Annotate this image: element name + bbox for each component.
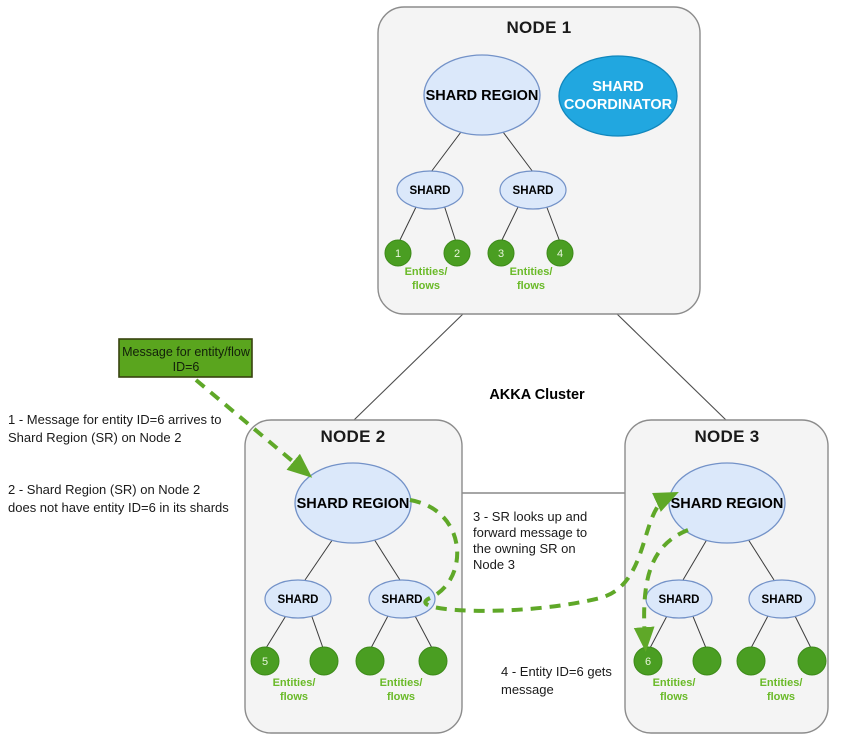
node-1-title: NODE 1	[506, 18, 571, 37]
node-3-shard-region-label: SHARD REGION	[671, 496, 784, 512]
node-1-entity-2-label: 2	[454, 248, 460, 260]
node-1-link-shard-b-e4	[545, 204, 561, 243]
node-1-shard-region[interactable]	[423, 54, 541, 136]
node-1-link-shard-a-e2	[443, 204, 457, 243]
flow-arrow-step1	[194, 378, 313, 478]
annotation-step-1-line-1: 1 - Message for entity ID=6 arrives to	[8, 412, 222, 427]
node-3-link-shard-b-e1	[750, 613, 770, 649]
node-1-shard-a-label: SHARD	[410, 185, 451, 197]
annotation-step-3-line-2: forward message to	[473, 525, 587, 540]
node-2-entities-label-a1: Entities/	[273, 677, 316, 689]
node-1-entity-4-label: 4	[557, 248, 563, 260]
annotation-step-2-line-1: 2 - Shard Region (SR) on Node 2	[8, 482, 200, 497]
node-1-shard-b[interactable]	[499, 170, 567, 210]
annotation-step-4-line-1: 4 - Entity ID=6 gets	[501, 664, 612, 679]
node-1-entities-label-a1: Entities/	[405, 266, 448, 278]
node-2-link-shard-a-e6	[310, 613, 324, 649]
annotation-step-4-line-2: message	[501, 682, 554, 697]
node-2-entity-a2[interactable]	[309, 646, 339, 676]
node-3-entities-label-b2: flows	[767, 691, 795, 703]
annotation-step-3-line-1: 3 - SR looks up and	[473, 509, 587, 524]
node-1-shard-b-label: SHARD	[513, 185, 554, 197]
node-2-shard-b-label: SHARD	[382, 594, 423, 606]
link-node1-node2	[353, 312, 465, 421]
node-1-entity-3-label: 3	[498, 248, 504, 260]
node-2-shard-a-label: SHARD	[278, 594, 319, 606]
node-2-link-shard-a-e5	[265, 613, 288, 649]
annotation-step-4: 4 - Entity ID=6 gets message	[501, 664, 612, 697]
node-1-entities-label-a2: flows	[412, 280, 440, 292]
node-3-shard-b[interactable]	[748, 579, 816, 619]
node-2-shard-region[interactable]	[294, 462, 412, 544]
node-1-link-sr-shard-b	[499, 127, 534, 173]
message-box-line-1: Message for entity/flow	[122, 345, 251, 359]
node-2-entities-label-a2: flows	[280, 691, 308, 703]
annotation-step-2-line-2: does not have entity ID=6 in its shards	[8, 500, 229, 515]
node-3-entities-label-a2: flows	[660, 691, 688, 703]
node-3-entity-a2[interactable]	[692, 646, 722, 676]
annotation-step-3-line-3: the owning SR on	[473, 541, 576, 556]
annotation-step-2: 2 - Shard Region (SR) on Node 2 does not…	[8, 482, 229, 515]
node-3-shard-a-label: SHARD	[659, 594, 700, 606]
message-box-line-2: ID=6	[173, 360, 200, 374]
cluster-title: AKKA Cluster	[489, 387, 585, 403]
node-3-link-shard-a-e2	[691, 613, 707, 649]
annotation-step-1-line-2: Shard Region (SR) on Node 2	[8, 430, 181, 445]
node-3-link-sr-shard-b	[745, 535, 775, 581]
node-1-shard-coordinator-label-2: COORDINATOR	[564, 97, 673, 113]
message-box-group[interactable]: Message for entity/flow ID=6	[118, 338, 253, 378]
node-1-entities-label-b1: Entities/	[510, 266, 553, 278]
node-3-link-shard-b-e2	[793, 613, 812, 649]
annotation-step-3: 3 - SR looks up and forward message to t…	[473, 509, 587, 572]
node-2-entities-label-b1: Entities/	[380, 677, 423, 689]
node-1-shard-region-label: SHARD REGION	[426, 88, 539, 104]
node-1-group[interactable]: NODE 1 SHARD REGION SHARD COORDINATOR SH…	[377, 6, 701, 315]
node-2-group[interactable]: NODE 2 SHARD REGION SHARD SHARD 5 Entiti…	[244, 419, 463, 734]
node-2-entity-b1[interactable]	[355, 646, 385, 676]
node-2-title: NODE 2	[320, 427, 385, 446]
node-2-link-shard-b-e2	[413, 613, 433, 649]
node-2-entity-5-label: 5	[262, 656, 268, 668]
node-1-link-sr-shard-a	[430, 127, 465, 173]
node-1-entities-label-b2: flows	[517, 280, 545, 292]
annotation-step-3-line-4: Node 3	[473, 557, 515, 572]
node-1-shard-a[interactable]	[396, 170, 464, 210]
node-3-entities-label-b1: Entities/	[760, 677, 803, 689]
link-node1-node3	[615, 312, 727, 421]
node-1-entity-4[interactable]	[546, 239, 574, 267]
node-3-entity-b1[interactable]	[736, 646, 766, 676]
node-3-link-sr-shard-a	[682, 535, 710, 581]
node-1-entity-1-label: 1	[395, 248, 401, 260]
node-1-link-shard-b-e3	[500, 204, 520, 243]
node-2-link-sr-shard-b	[371, 535, 401, 581]
node-1-entity-3[interactable]	[487, 239, 515, 267]
node-3-shard-b-label: SHARD	[762, 594, 803, 606]
node-1-shard-coordinator[interactable]	[558, 55, 678, 137]
node-2-entity-b2[interactable]	[418, 646, 448, 676]
node-2-shard-b[interactable]	[368, 579, 436, 619]
node-2-entities-label-b2: flows	[387, 691, 415, 703]
node-2-link-sr-shard-a	[304, 535, 336, 581]
node-3-title: NODE 3	[694, 427, 759, 446]
message-box[interactable]	[118, 338, 253, 378]
node-1-entity-2[interactable]	[443, 239, 471, 267]
node-1-shard-coordinator-label-1: SHARD	[592, 79, 644, 95]
node-3-group[interactable]: NODE 3 SHARD REGION SHARD SHARD 6 Entiti…	[624, 419, 829, 734]
node-2-link-shard-b-e1	[370, 613, 390, 649]
node-3-entity-6-label: 6	[645, 656, 651, 668]
node-3-entities-label-a1: Entities/	[653, 677, 696, 689]
node-2-shard-a[interactable]	[264, 579, 332, 619]
node-3-entity-b2[interactable]	[797, 646, 827, 676]
node-1-link-shard-a-e1	[398, 204, 418, 243]
cluster-links	[353, 312, 727, 494]
node-2-entity-5[interactable]	[250, 646, 280, 676]
annotation-step-1: 1 - Message for entity ID=6 arrives to S…	[8, 412, 222, 445]
node-2-shard-region-label: SHARD REGION	[297, 496, 410, 512]
node-1-entity-1[interactable]	[384, 239, 412, 267]
